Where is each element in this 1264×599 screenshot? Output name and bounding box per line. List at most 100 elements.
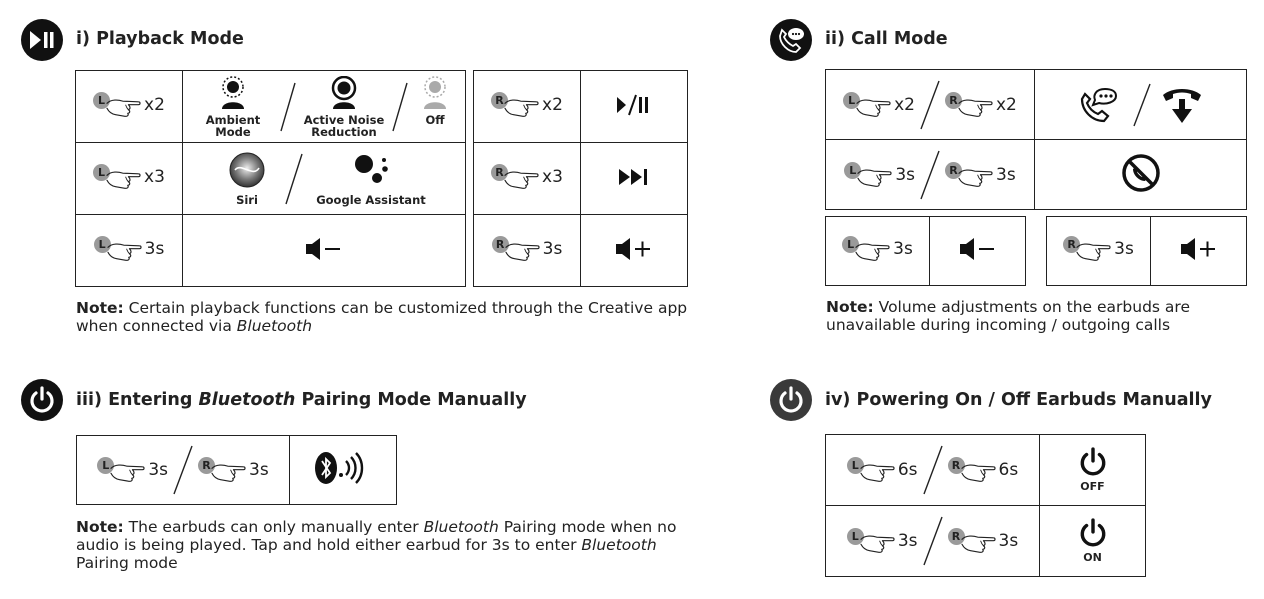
right-double-tap-gesture: R x2: [491, 90, 563, 120]
right-earbud-badge: R: [1063, 236, 1081, 253]
tap-count: x3: [542, 166, 563, 187]
tap-count: 3s: [897, 531, 918, 551]
hand-icon: [949, 88, 999, 120]
gesture-pair-cell: L x2 R x2: [825, 69, 1035, 140]
left-earbud-badge: L: [843, 91, 861, 109]
note-label: Note:: [76, 299, 124, 317]
volume-down-cell: [182, 214, 466, 287]
anr-person-icon: [331, 75, 357, 109]
volume-down-cell: [929, 216, 1026, 286]
call-note: Note: Volume adjustments on the earbuds …: [826, 298, 1190, 334]
right-hold-gesture: R 3s: [491, 234, 563, 264]
left-hold-gesture: L 3s: [844, 160, 915, 190]
left-hold-gesture: L 3s: [93, 234, 165, 264]
left-earbud-badge: L: [846, 457, 864, 474]
bluetooth-pairing-icon: [315, 452, 364, 484]
tap-count: x2: [996, 94, 1017, 115]
volume-up-icon: [616, 237, 650, 260]
volume-up-cell: [580, 214, 688, 287]
tap-count: 3s: [1114, 239, 1134, 259]
right-hold-gesture: R 3s: [945, 160, 1016, 190]
gesture-cell: L 3s: [75, 214, 183, 287]
gesture-cell: R 3s: [1046, 216, 1151, 286]
tap-count: 3s: [249, 460, 269, 480]
note-text: Pairing mode when no: [498, 518, 677, 536]
next-track-cell: [580, 142, 688, 215]
divider-slash: [920, 80, 940, 129]
gesture-cell: L x2: [75, 70, 183, 143]
left-earbud-badge: L: [97, 457, 115, 474]
power-off-label: OFF: [1080, 480, 1105, 493]
tap-count: 3s: [542, 238, 563, 259]
hand-icon: [851, 453, 901, 485]
right-earbud-badge: R: [947, 528, 965, 545]
reject-call-icon: [1121, 153, 1160, 192]
title-part: iii) Entering: [76, 390, 199, 410]
right-earbud-badge: R: [491, 235, 509, 253]
note-text: Certain playback functions can be custom…: [123, 299, 688, 317]
tap-count: x2: [144, 94, 165, 115]
left-earbud-badge: L: [93, 163, 111, 181]
left-double-tap-gesture: L x2: [843, 90, 915, 120]
answer-end-call-cell: [1034, 69, 1247, 140]
left-hold-gesture: L 6s: [846, 453, 918, 485]
power-on-label: ON: [1083, 551, 1102, 564]
left-earbud-badge: L: [844, 161, 862, 179]
divider-slash: [1132, 83, 1151, 126]
option-label: Siri: [236, 192, 258, 207]
tap-count: 3s: [144, 238, 165, 259]
hand-icon: [952, 524, 1002, 556]
call-volume-right-table: R 3s: [1046, 216, 1247, 286]
note-label: Note:: [76, 518, 124, 536]
note-text-italic: Bluetooth: [581, 536, 657, 554]
pairing-note: Note: The earbuds can only manually ente…: [76, 518, 676, 572]
option-label: Mode: [215, 124, 251, 139]
play-pause-section-icon: [21, 19, 63, 61]
call-section-icon: [770, 19, 812, 61]
answer-call-icon: [1080, 87, 1117, 122]
power-off-cell: OFF: [1039, 434, 1146, 506]
divider-slash: [920, 150, 940, 199]
section-title-call: ii) Call Mode: [825, 29, 948, 49]
right-triple-tap-gesture: R x3: [491, 162, 563, 192]
power-icon: [1080, 447, 1105, 476]
right-earbud-badge: R: [945, 161, 962, 179]
tap-count: 6s: [897, 460, 918, 480]
volume-down-icon: [959, 238, 994, 260]
tap-count: 3s: [895, 164, 915, 185]
next-track-icon: [619, 168, 647, 185]
note-text: when connected via: [76, 317, 237, 335]
play-pause-cell: [580, 70, 688, 143]
divider-slash: [280, 82, 296, 131]
option-label: Ambient: [205, 112, 261, 127]
gesture-pair-cell: L 3s R 3s: [825, 505, 1040, 577]
tap-count: x3: [144, 166, 165, 187]
playback-note: Note: Certain playback functions can be …: [76, 299, 687, 335]
note-text: audio is being played. Tap and hold eith…: [76, 536, 582, 554]
right-earbud-badge: R: [947, 457, 965, 474]
playback-right-table: R x2 R x3 R: [473, 70, 688, 287]
tap-count: 6s: [998, 460, 1019, 480]
left-hold-gesture: L 3s: [97, 455, 168, 485]
gesture-pair-cell: L 3s R 3s: [825, 139, 1035, 210]
left-triple-tap-gesture: L x3: [93, 162, 165, 192]
off-option: Off: [415, 75, 455, 138]
right-hold-gesture: R 6s: [947, 455, 1019, 485]
note-text-italic: Bluetooth: [236, 317, 313, 335]
power-table: L 6s R 6s OFF: [825, 434, 1146, 577]
section-title-playback: i) Playback Mode: [76, 29, 244, 49]
divider-slash: [173, 445, 193, 495]
left-earbud-badge: L: [846, 528, 864, 545]
right-hold-gesture: R 3s: [1063, 234, 1134, 264]
section-title-power: iv) Powering On / Off Earbuds Manually: [825, 390, 1212, 410]
right-earbud-badge: R: [198, 457, 215, 474]
right-earbud-badge: R: [945, 91, 962, 109]
option-label: Reduction: [311, 124, 377, 139]
siri-option: Siri: [222, 152, 272, 206]
right-earbud-badge: R: [491, 163, 509, 181]
hand-icon: [101, 453, 151, 485]
title-part-italic: Bluetooth: [198, 390, 296, 410]
call-table: L x2 R x2: [825, 69, 1247, 210]
ambient-mode-option: Ambient Mode: [193, 75, 273, 139]
tap-count: 3s: [996, 164, 1016, 185]
